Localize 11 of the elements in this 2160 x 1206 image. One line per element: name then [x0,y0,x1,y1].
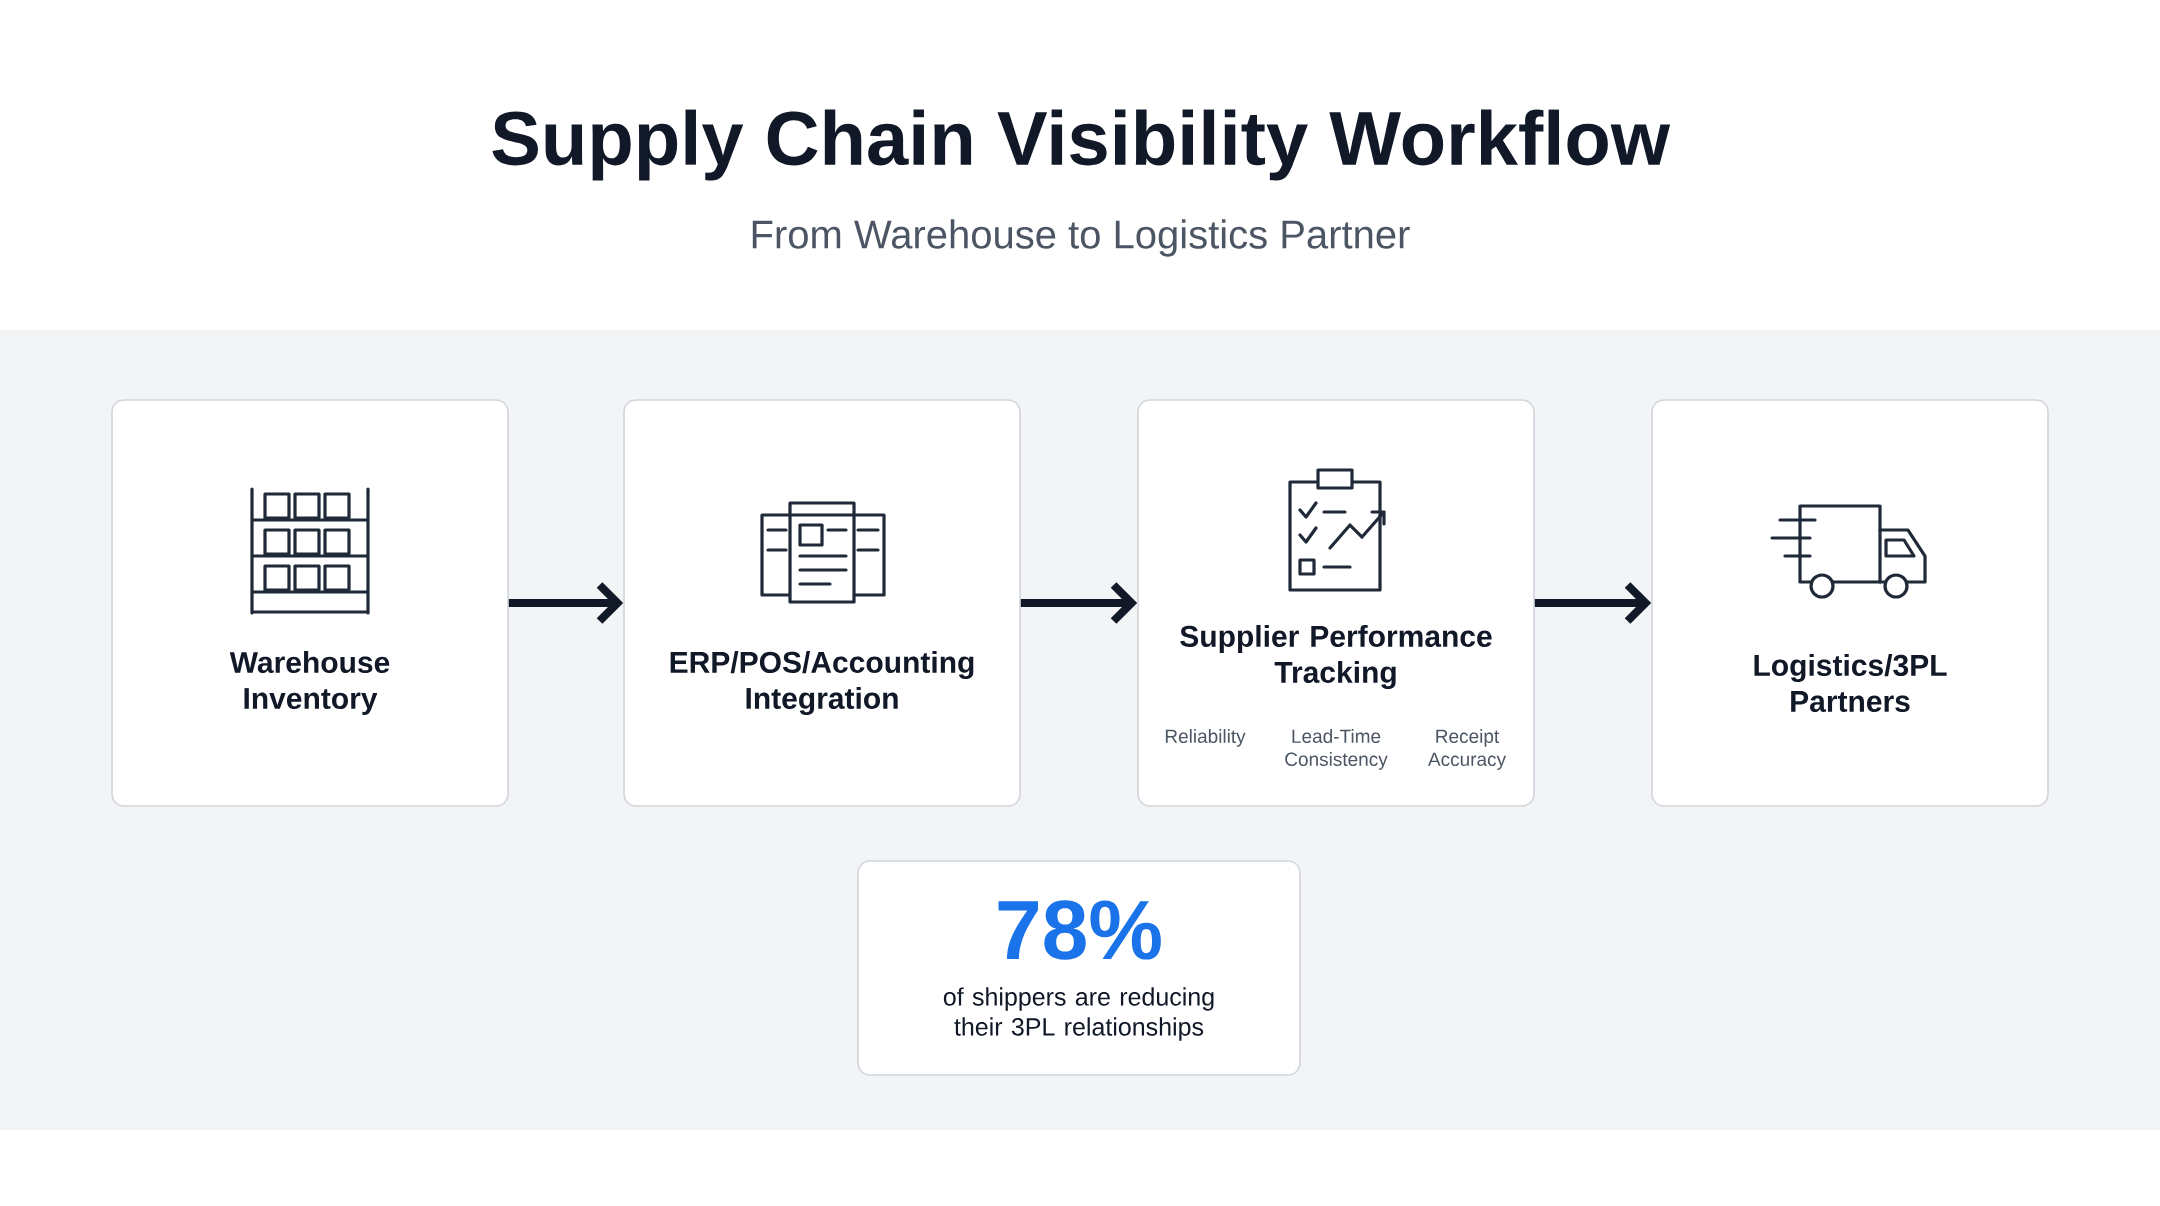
card-heading: ERP/POS/Accounting Integration [670,650,974,716]
card-heading: Warehouse Inventory [229,651,390,715]
metric-label: Reliability [1165,729,1246,747]
stat-description: of shippers are reducing their 3PL relationships [943,987,1214,1041]
metric-label: Receipt Accuracy [1428,729,1507,770]
subtitle: From Warehouse to Logistics Partner [752,219,1410,257]
card-heading: Logistics/3PL Partners [1754,654,1947,712]
metric-label: Lead-Time Consistency [1285,729,1388,770]
card-heading: Supplier Performance Tracking [1180,624,1492,690]
title: Supply Chain Visibility Workflow [492,109,1671,181]
stat-number: 78% [998,900,1161,960]
